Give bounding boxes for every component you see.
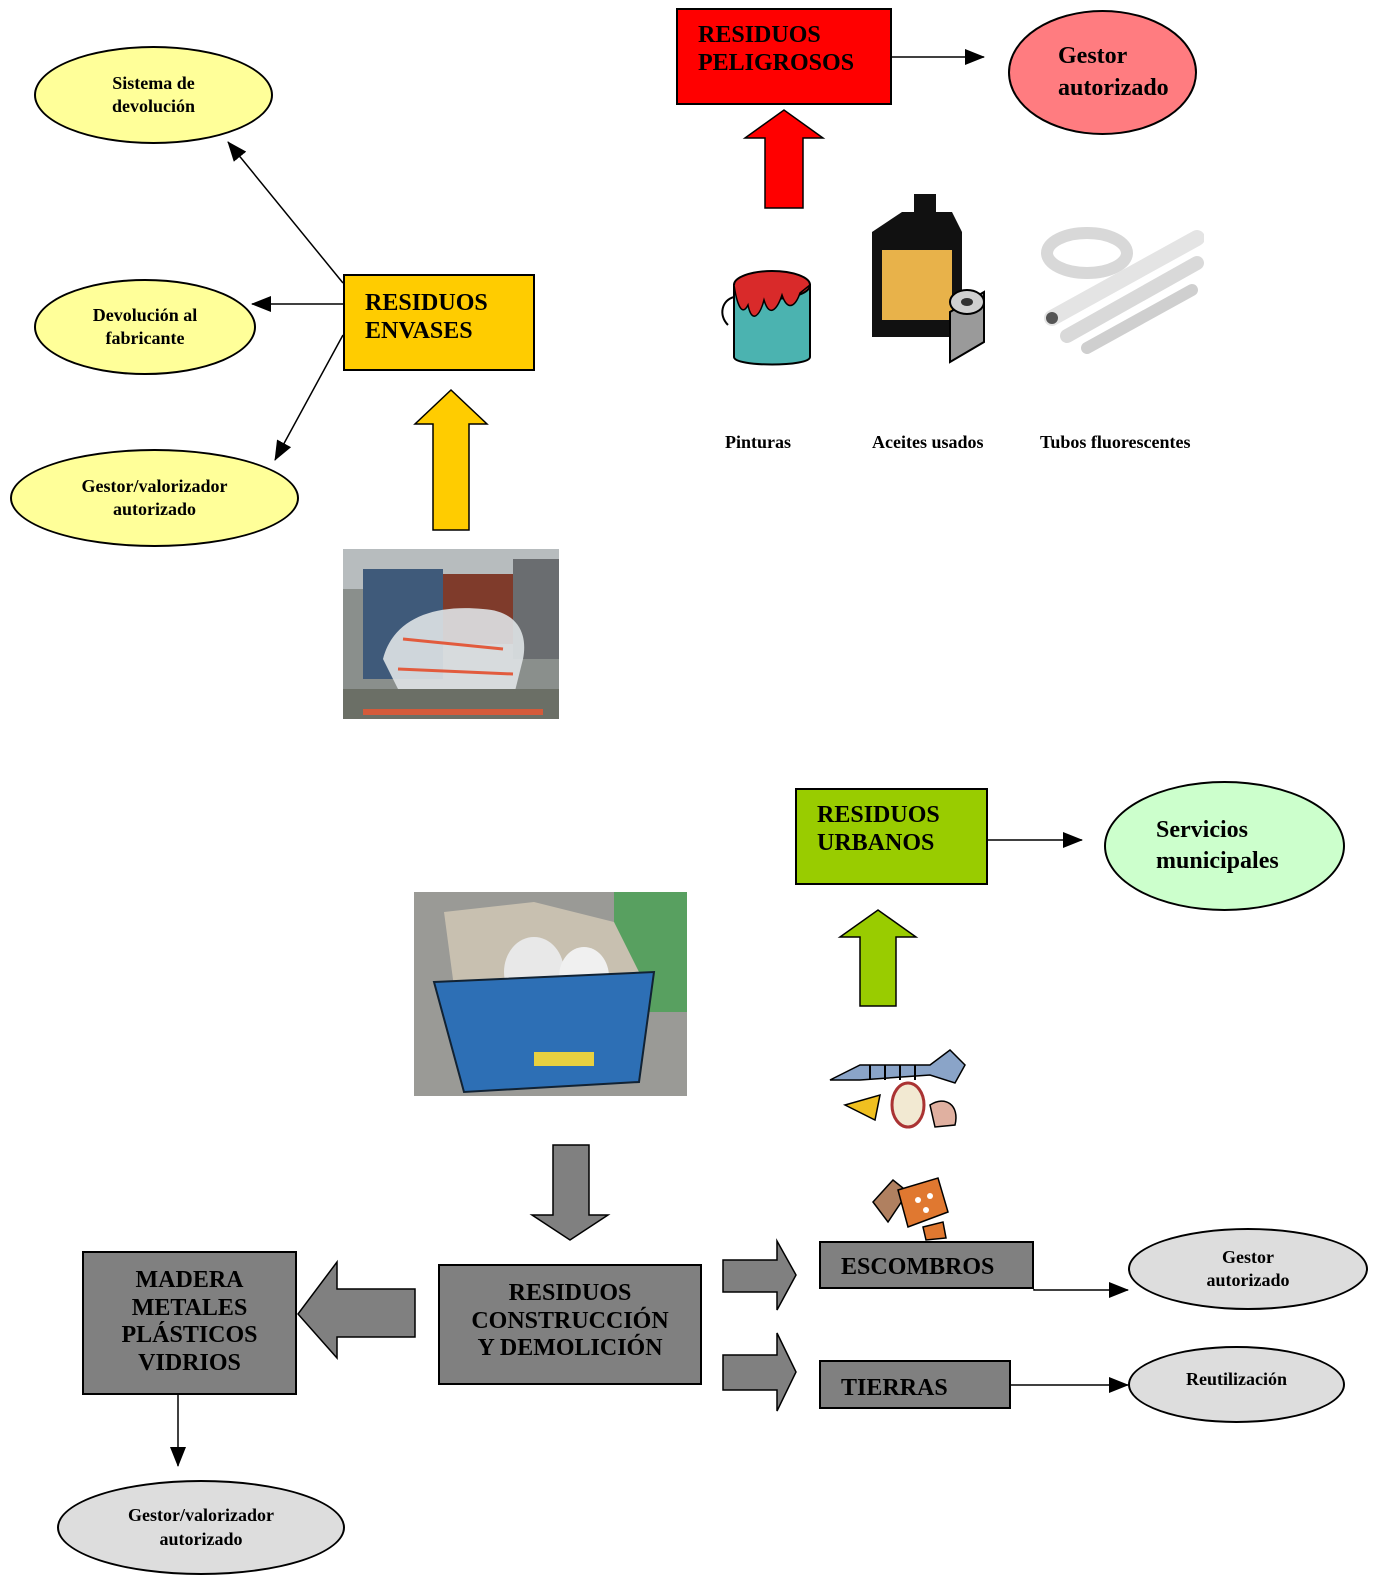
packaging-waste-photo — [343, 549, 559, 719]
box-residuos-construccion: RESIDUOS CONSTRUCCIÓN Y DEMOLICIÓN — [438, 1264, 702, 1385]
caption-tubos-fluorescentes: Tubos fluorescentes — [1040, 432, 1191, 452]
caption-aceites-usados: Aceites usados — [872, 432, 984, 452]
box-tierras: TIERRAS — [819, 1360, 1011, 1409]
block-arrow-construccion-left — [297, 1259, 416, 1360]
ellipse-sistema-devolucion-label: Sistema de devolución — [111, 72, 195, 116]
ellipse-sistema-devolucion: Sistema de devolución — [34, 46, 273, 144]
arrow-escombros-to-gestor — [1033, 1282, 1129, 1298]
box-residuos-envases-label: RESIDUOS ENVASES — [365, 290, 488, 344]
box-residuos-peligrosos-label: RESIDUOS PELIGROSOS — [698, 22, 855, 76]
ellipse-gestor-autorizado-peligrosos: Gestor autorizado — [1008, 10, 1197, 135]
ellipse-gestor-autorizado-peligrosos-label: Gestor autorizado — [1058, 43, 1169, 101]
block-arrow-to-tierras — [722, 1332, 797, 1412]
box-escombros: ESCOMBROS — [819, 1241, 1034, 1289]
box-residuos-urbanos: RESIDUOS URBANOS — [795, 788, 988, 885]
ellipse-servicios-municipales: Servicios municipales — [1104, 781, 1345, 911]
block-arrow-urbanos-up — [837, 909, 919, 1007]
ellipse-reutilizacion: Reutilización — [1128, 1346, 1345, 1423]
arrow-envases-to-gestor — [274, 334, 344, 461]
block-arrow-peligrosos-up — [742, 109, 826, 209]
oil-bottle-filter-icon — [862, 192, 992, 367]
ellipse-gestor-valorizador-envases: Gestor/valorizador autorizado — [10, 449, 299, 547]
caption-pinturas: Pinturas — [725, 432, 792, 452]
construction-skip-photo — [414, 892, 687, 1096]
block-arrow-construccion-down — [529, 1144, 611, 1241]
ellipse-gestor-autorizado-escombros: Gestor autorizado — [1128, 1228, 1368, 1310]
paint-can-icon — [712, 245, 832, 375]
ellipse-servicios-municipales-label: Servicios municipales — [1156, 816, 1279, 874]
ellipse-gestor-valorizador-construccion-label: Gestor/valorizador autorizado — [128, 1505, 274, 1549]
arrow-envases-to-sistema — [227, 141, 344, 284]
ellipse-gestor-valorizador-envases-label: Gestor/valorizador autorizado — [81, 475, 228, 519]
box-residuos-construccion-label: RESIDUOS CONSTRUCCIÓN Y DEMOLICIÓN — [471, 1280, 669, 1362]
ellipse-gestor-autorizado-escombros-label: Gestor autorizado — [1206, 1246, 1290, 1290]
box-residuos-urbanos-label: RESIDUOS URBANOS — [817, 802, 940, 856]
block-arrow-envases-up — [413, 388, 489, 531]
organic-waste-icon — [820, 1035, 975, 1135]
box-materiales-label: MADERA METALES PLÁSTICOS VIDRIOS — [121, 1267, 258, 1376]
box-residuos-peligrosos: RESIDUOS PELIGROSOS — [676, 8, 892, 105]
bricks-rubble-icon — [868, 1172, 953, 1242]
box-residuos-envases: RESIDUOS ENVASES — [343, 274, 535, 371]
box-materiales: MADERA METALES PLÁSTICOS VIDRIOS — [82, 1251, 297, 1395]
fluorescent-tubes-icon — [1032, 218, 1205, 358]
ellipse-devolucion-fabricante-label: Devolución al fabricante — [92, 304, 198, 348]
ellipse-devolucion-fabricante: Devolución al fabricante — [34, 279, 256, 375]
box-tierras-label: TIERRAS — [841, 1375, 948, 1401]
block-arrow-to-escombros — [722, 1238, 797, 1311]
box-escombros-label: ESCOMBROS — [841, 1254, 995, 1280]
ellipse-gestor-valorizador-construccion: Gestor/valorizador autorizado — [57, 1480, 345, 1575]
ellipse-reutilizacion-label: Reutilización — [1186, 1369, 1287, 1389]
